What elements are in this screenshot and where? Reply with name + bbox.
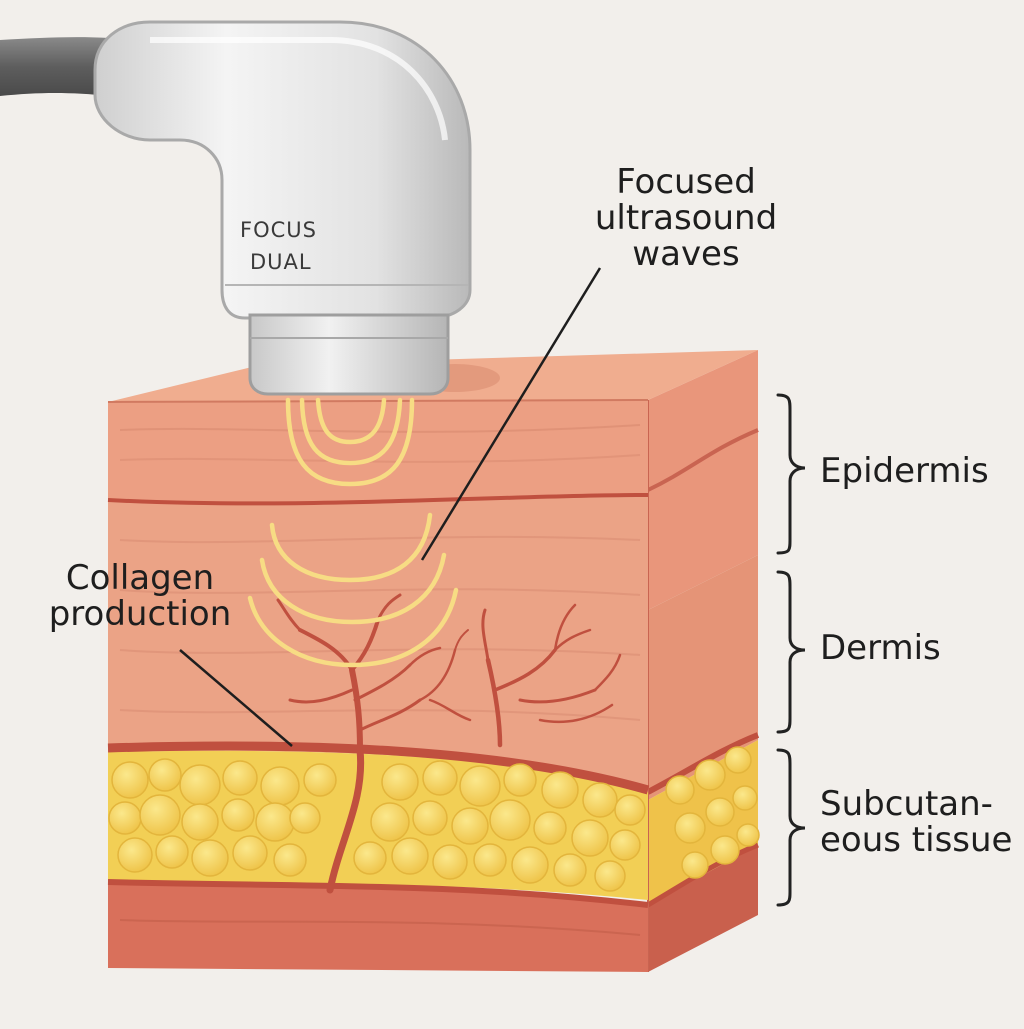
label-line: production [48, 594, 232, 634]
fat-cell [179, 764, 221, 806]
device-brand-line1: FOCUS [240, 218, 317, 242]
fat-cell [503, 763, 537, 797]
fat-cell [614, 794, 646, 826]
label-subcutaneous-tissue: Subcutan- eous tissue [820, 786, 1012, 858]
device-brand-line2: DUAL [250, 250, 312, 274]
fat-cell [191, 839, 229, 877]
fat-cell [221, 798, 255, 832]
fat-cell [148, 758, 182, 792]
fat-cell [381, 763, 419, 801]
device-tip [248, 313, 450, 396]
callout-ultrasound-line [420, 267, 602, 561]
fat-cell [533, 811, 567, 845]
fat-cell [473, 843, 507, 877]
fat-cell [681, 851, 709, 879]
fat-cell [541, 771, 579, 809]
fat-cell [353, 841, 387, 875]
fat-cell [139, 794, 181, 836]
fat-cell [489, 799, 531, 841]
fat-cell [289, 802, 321, 834]
ultrasound-waves [247, 397, 459, 668]
label-epidermis: Epidermis [820, 451, 989, 491]
fat-cell [553, 853, 587, 887]
bracket-subcutaneous [776, 748, 806, 907]
block-side-face [646, 350, 760, 972]
label-collagen-production: Collagen production [40, 560, 240, 632]
fat-cell [665, 775, 695, 805]
fat-cell [582, 782, 618, 818]
fat-cell [303, 763, 337, 797]
fat-cell [391, 837, 429, 875]
layer-brackets [776, 393, 806, 907]
fat-cell [181, 803, 219, 841]
fat-cell [370, 802, 410, 842]
label-dermis: Dermis [820, 628, 941, 668]
fat-cell [117, 837, 153, 873]
fat-cell [724, 746, 752, 774]
fat-cell [705, 797, 735, 827]
fat-cell [732, 785, 758, 811]
fat-cell [232, 835, 268, 871]
fat-cell [422, 760, 458, 796]
callout-lines [179, 267, 602, 747]
fat-cell [273, 843, 307, 877]
callout-collagen-line [179, 649, 293, 747]
fat-cell [736, 823, 760, 847]
bracket-epidermis [776, 393, 806, 555]
fat-cell [674, 812, 706, 844]
label-line: Collagen [65, 558, 215, 598]
fat-cell [594, 860, 626, 892]
fat-cell [222, 760, 258, 796]
fat-cells [108, 746, 760, 892]
fat-cell [255, 802, 295, 842]
fat-cell [710, 835, 740, 865]
device-cable [0, 37, 110, 96]
fat-cell [571, 819, 609, 857]
blood-vessels [276, 593, 622, 894]
label-line: ultrasound [594, 198, 778, 238]
label-line: eous tissue [820, 820, 1013, 860]
label-focused-ultrasound-waves: Focused ultrasound waves [586, 164, 786, 272]
label-line: Subcutan- [820, 784, 993, 824]
fat-cell [432, 844, 468, 880]
fat-cell [412, 800, 448, 836]
ultrasound-device [0, 20, 472, 396]
fat-cell [511, 846, 549, 884]
fat-cell [459, 765, 501, 807]
fat-cell [451, 807, 489, 845]
fat-cell [609, 829, 641, 861]
bracket-dermis [776, 570, 806, 734]
fat-cell [694, 759, 726, 791]
fat-cell [260, 766, 300, 806]
label-line: Focused [616, 162, 756, 202]
fat-cell [108, 801, 142, 835]
fat-cell [155, 835, 189, 869]
fat-cell [111, 761, 149, 799]
label-line: waves [632, 234, 740, 274]
